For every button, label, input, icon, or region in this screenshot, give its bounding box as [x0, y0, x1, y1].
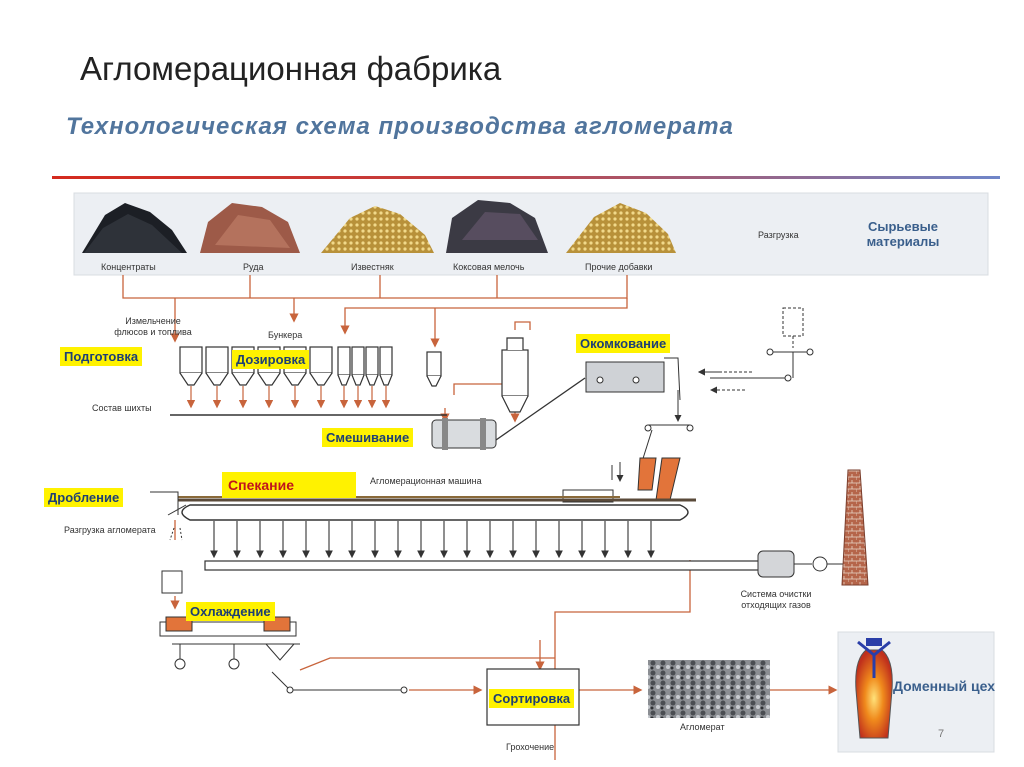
blast-furnace-icon [855, 638, 893, 739]
sinter-label: Агломерат [680, 722, 725, 732]
charge-label: Состав шихты [92, 403, 152, 413]
cooler [159, 616, 300, 670]
stage-sintering: Спекание [222, 472, 356, 498]
gas-cleaning-label: Система очистки отходящих газов [740, 589, 812, 610]
sinter-unload-label: Разгрузка агломерата [64, 525, 156, 535]
page-number: 7 [938, 728, 945, 740]
dosing-outlets [186, 386, 391, 409]
sinter-machine-label: Агломерационная машина [370, 476, 482, 486]
material-label-coke: Коксовая мелочь [453, 262, 525, 272]
raw-materials-heading: Сырьевые материалы [866, 219, 940, 249]
sinter-machine [178, 496, 696, 521]
sinter-image [648, 660, 770, 718]
blast-furnace-label: Доменный цех [892, 678, 995, 694]
material-label-limestone: Известняк [351, 262, 394, 272]
material-label-additives: Прочие добавки [585, 262, 653, 272]
stage-preparation: Подготовка [60, 347, 143, 366]
stage-dosing: Дозировка [232, 350, 310, 369]
title-divider [52, 176, 1000, 179]
stage-pelletizing: Окомкование [576, 334, 671, 353]
grinding-label: Измельчение флюсов и топлива [114, 316, 192, 337]
incline-conveyor [495, 377, 586, 441]
additives-pile [566, 203, 676, 253]
stage-crushing: Дробление [44, 488, 124, 507]
stage-sorting: Сортировка [489, 689, 575, 708]
pelletizer [585, 357, 682, 422]
bunkers-label: Бункера [268, 330, 303, 340]
diagram-subtitle: Технологическая схема производства аглом… [66, 113, 734, 140]
coarse-label: Грохочение [506, 742, 555, 752]
dosing-bunkers [179, 346, 442, 387]
feed-chutes [611, 457, 681, 501]
stage-mixing: Смешивание [322, 428, 414, 447]
material-label-ore: Руда [243, 262, 264, 272]
material-label-concentrates: Концентраты [101, 262, 156, 272]
sorting-conveyor [271, 671, 408, 694]
slide-title: Агломерационная фабрика [80, 50, 502, 87]
suction-pipes [210, 521, 655, 559]
unload-label: Разгрузка [758, 230, 799, 240]
crusher [150, 491, 187, 594]
chimney [841, 469, 869, 586]
silo [501, 337, 529, 413]
limestone-pile [321, 206, 434, 253]
stage-cooling: Охлаждение [186, 602, 275, 621]
water-supply [698, 307, 814, 394]
mixing-drum [431, 418, 497, 450]
gas-collector [204, 560, 766, 571]
gas-cleaning [757, 550, 845, 578]
